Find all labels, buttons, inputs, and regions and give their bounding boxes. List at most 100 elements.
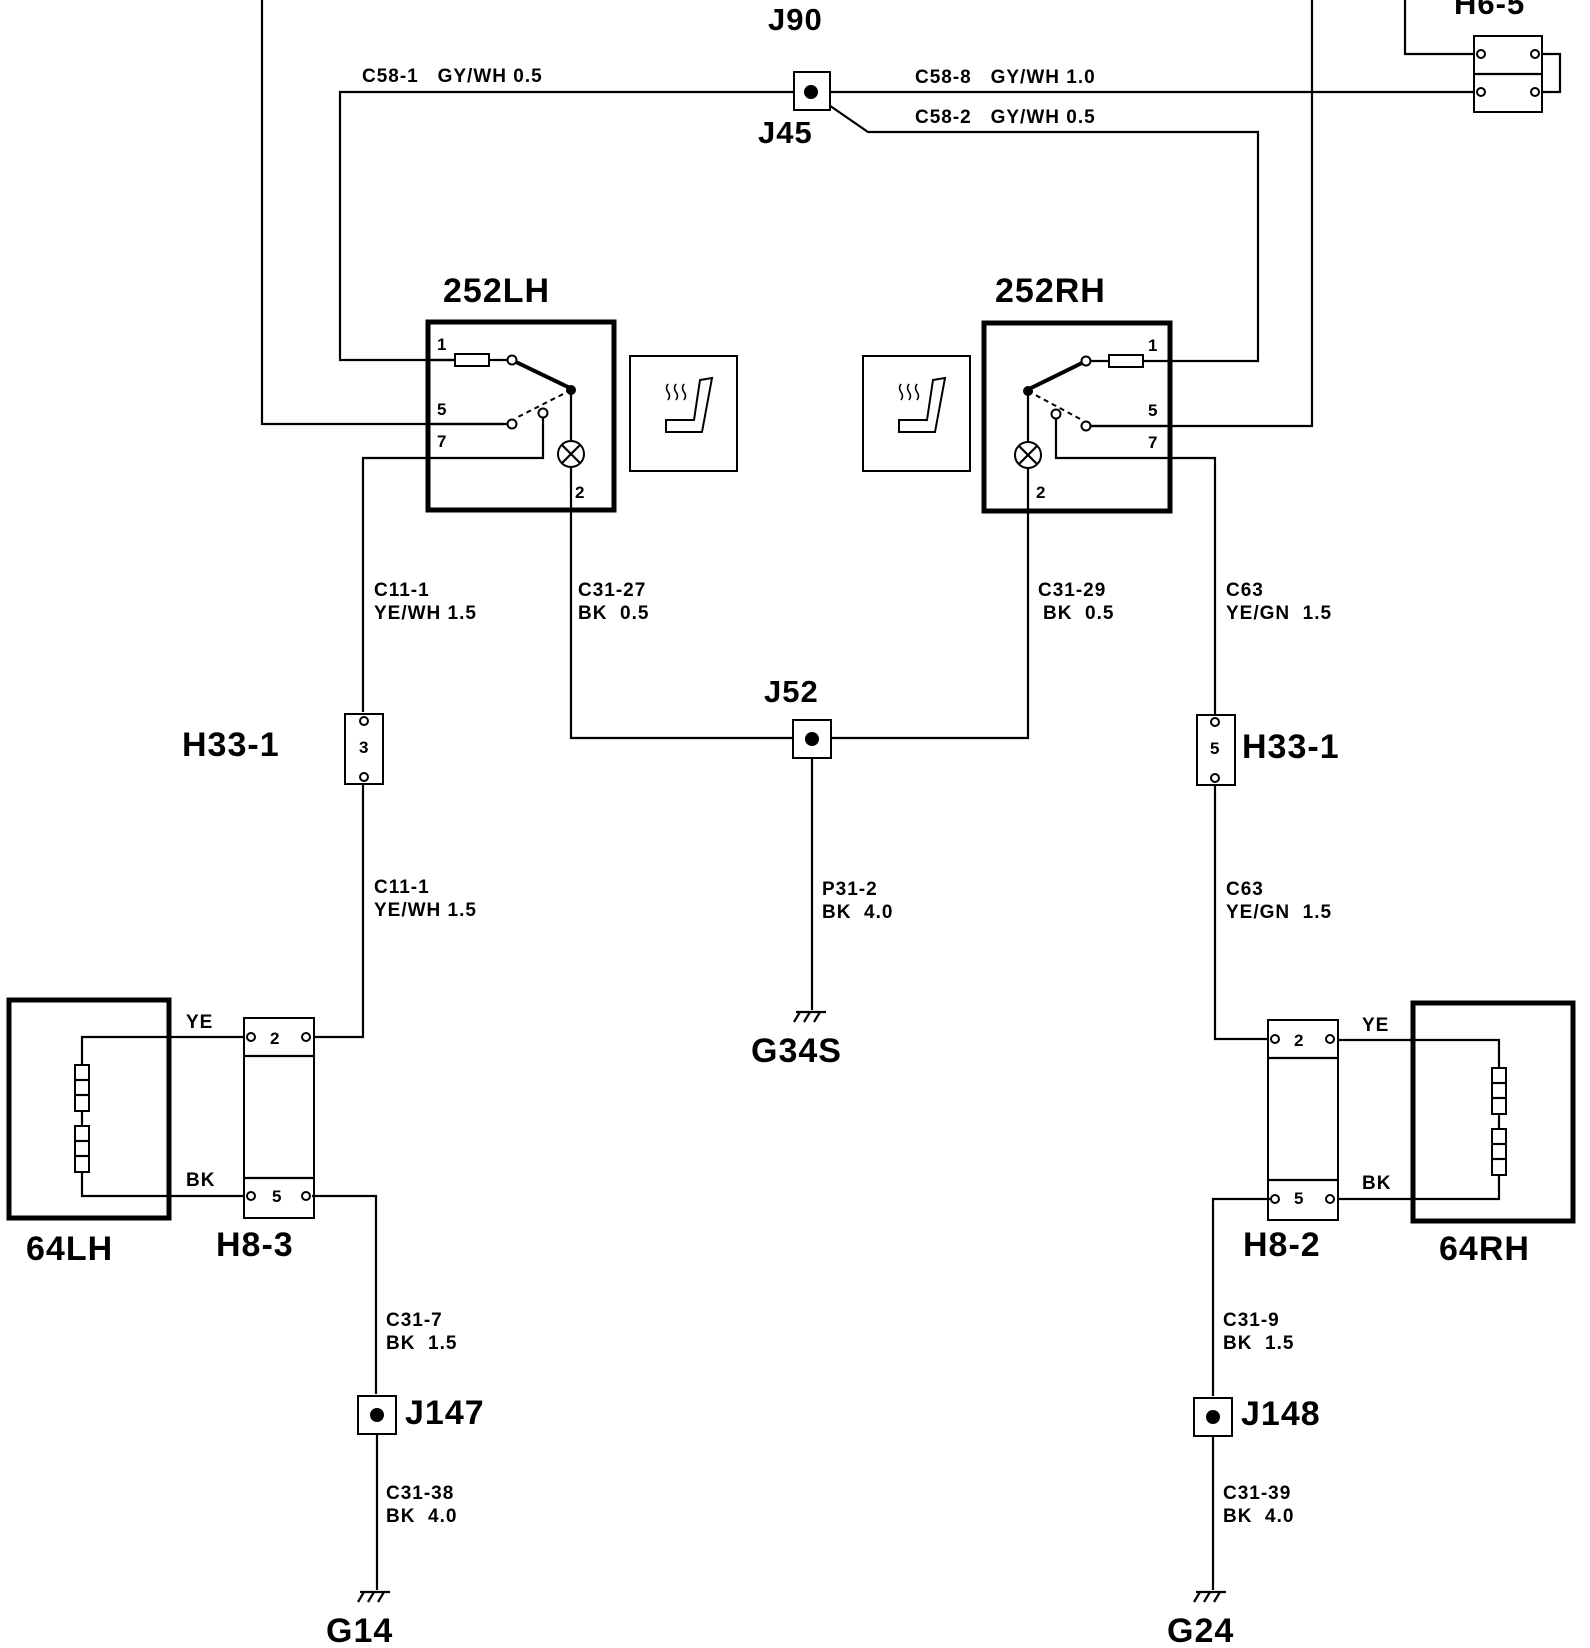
wire-c11-1-top bbox=[361, 456, 428, 712]
label-bk-1-5: BK 1.5 bbox=[1223, 1333, 1294, 1354]
switch-252rh-body bbox=[981, 320, 1173, 514]
label-h33-1-right: H33-1 bbox=[1242, 728, 1340, 766]
heater-64lh: YE BK 64LH bbox=[6, 997, 246, 1268]
seat-heater-icon-left bbox=[629, 355, 738, 472]
switch-252rh: 252RH 1 5 7 2 bbox=[981, 272, 1173, 514]
contact-icon bbox=[1080, 355, 1092, 367]
connector-h8-3: 2 5 H8-3 bbox=[216, 1017, 315, 1264]
contact-icon bbox=[537, 407, 549, 419]
label-c31-7: C31-7 bbox=[386, 1310, 443, 1331]
pin-label: 2 bbox=[1036, 483, 1045, 502]
right-ground-wiring: C31-9 BK 1.5 J148 C31-39 BK 4.0 G24 bbox=[1167, 1197, 1321, 1648]
connector-h6-5-pin bbox=[1530, 87, 1540, 97]
pin-label: 2 bbox=[575, 483, 584, 502]
heating-element-icon bbox=[74, 1125, 90, 1173]
wire-c31-9 bbox=[1211, 1197, 1270, 1396]
pin-label: 5 bbox=[1148, 401, 1157, 420]
pin-label: 5 bbox=[1210, 739, 1219, 758]
label-c63: C63 bbox=[1226, 580, 1264, 601]
connector-pin bbox=[1210, 773, 1220, 783]
seat-heater-icon-right bbox=[862, 355, 971, 472]
switch-blade-alt-icon bbox=[515, 389, 572, 419]
pin-label: 3 bbox=[359, 738, 368, 757]
label-64rh: 64RH bbox=[1439, 1230, 1530, 1268]
heating-element-icon bbox=[1491, 1128, 1507, 1176]
heater-wire bbox=[80, 1035, 246, 1065]
pin-label: 5 bbox=[437, 400, 446, 419]
ground-icon bbox=[793, 1010, 826, 1023]
switch-blade-icon bbox=[515, 360, 571, 390]
connector-h6-5-pin bbox=[1476, 49, 1486, 59]
label-wire-ye: YE bbox=[1362, 1015, 1389, 1036]
heater-64rh: YE BK 64RH bbox=[1335, 1000, 1576, 1268]
label-252lh: 252LH bbox=[443, 272, 550, 310]
label-252rh: 252RH bbox=[995, 272, 1106, 310]
wire-c63-top bbox=[1170, 456, 1217, 715]
label-bk-4-0: BK 4.0 bbox=[386, 1506, 457, 1527]
contact-icon bbox=[1050, 408, 1062, 420]
label-bk-0-5: BK 0.5 bbox=[578, 603, 649, 624]
label-wire-bk: BK bbox=[1362, 1173, 1391, 1194]
label-c11-1: C11-1 bbox=[374, 580, 430, 601]
label-c31-39: C31-39 bbox=[1223, 1483, 1291, 1504]
label-c31-27: C31-27 bbox=[578, 580, 646, 601]
label-g14: G14 bbox=[326, 1612, 393, 1648]
connector-h6-5-bridge bbox=[1542, 52, 1562, 94]
contact-icon bbox=[506, 354, 518, 366]
wire-c31-7 bbox=[312, 1194, 378, 1394]
pin-label: 1 bbox=[437, 335, 446, 354]
label-ye-gn-1-5: YE/GN 1.5 bbox=[1226, 902, 1332, 923]
resistor-icon bbox=[1108, 354, 1144, 368]
pin-label: 2 bbox=[270, 1029, 279, 1048]
contact-icon bbox=[506, 418, 518, 430]
label-ye-wh-1-5: YE/WH 1.5 bbox=[374, 603, 477, 624]
label-c58-8: C58-8 GY/WH 1.0 bbox=[915, 67, 1096, 88]
label-p31-2: P31-2 bbox=[822, 879, 878, 900]
switch-252lh: 252LH 1 5 7 2 bbox=[425, 272, 617, 513]
label-j90: J90 bbox=[768, 2, 823, 37]
label-h8-2: H8-2 bbox=[1243, 1226, 1321, 1264]
heater-wire bbox=[80, 1172, 246, 1198]
pin-label: 5 bbox=[272, 1187, 281, 1206]
label-h33-1-left: H33-1 bbox=[182, 726, 280, 764]
connector-h6-5-pin bbox=[1530, 49, 1540, 59]
pin-label: 7 bbox=[437, 432, 446, 451]
connector-pin bbox=[359, 772, 369, 782]
label-j52: J52 bbox=[764, 674, 819, 709]
label-ye-gn-1-5: YE/GN 1.5 bbox=[1226, 603, 1332, 624]
switch-blade-icon bbox=[1028, 361, 1083, 391]
wire-c63-bottom bbox=[1213, 785, 1270, 1041]
label-c58-2: C58-2 GY/WH 0.5 bbox=[915, 107, 1096, 128]
pin-label: 5 bbox=[1294, 1189, 1303, 1208]
label-bk-0-5: BK 0.5 bbox=[1043, 603, 1114, 624]
left-ground-wiring: C31-7 BK 1.5 J147 C31-38 BK 4.0 G14 bbox=[312, 1194, 484, 1648]
wire-c58-1 bbox=[338, 90, 810, 362]
switch-blade-alt-icon bbox=[1027, 390, 1083, 421]
label-j45: J45 bbox=[758, 115, 813, 150]
resistor-icon bbox=[454, 353, 490, 367]
heater-64rh-body bbox=[1410, 1000, 1576, 1224]
internal-wire bbox=[1054, 419, 1170, 460]
middle-wiring: C11-1 YE/WH 1.5 C31-27 BK 0.5 C31-29 BK … bbox=[182, 456, 1340, 1070]
label-bk-4-0: BK 4.0 bbox=[1223, 1506, 1294, 1527]
heater-64lh-body bbox=[6, 997, 172, 1221]
heating-element-icon bbox=[1491, 1067, 1507, 1115]
label-j148: J148 bbox=[1241, 1395, 1321, 1433]
connector-pin bbox=[1210, 717, 1220, 727]
label-c63: C63 bbox=[1226, 879, 1264, 900]
top-wiring: H6-5 J90 J45 C58-1 GY/WH 0.5 C58-8 GY/WH… bbox=[260, 0, 1562, 428]
ground-icon bbox=[357, 1590, 390, 1603]
splice-j148-dot bbox=[1206, 1410, 1220, 1424]
label-64lh: 64LH bbox=[26, 1230, 113, 1268]
connector-h6-5-pin bbox=[1476, 87, 1486, 97]
connector-h8-2: 2 5 H8-2 bbox=[1243, 1019, 1339, 1264]
label-bk-1-5: BK 1.5 bbox=[386, 1333, 457, 1354]
label-wire-ye: YE bbox=[186, 1012, 213, 1033]
label-c31-9: C31-9 bbox=[1223, 1310, 1280, 1331]
ground-icon bbox=[1193, 1590, 1226, 1603]
label-ye-wh-1-5: YE/WH 1.5 bbox=[374, 900, 477, 921]
pin-label: 2 bbox=[1294, 1031, 1303, 1050]
label-c11-1: C11-1 bbox=[374, 877, 430, 898]
wire-h6-5-top bbox=[1403, 0, 1478, 56]
